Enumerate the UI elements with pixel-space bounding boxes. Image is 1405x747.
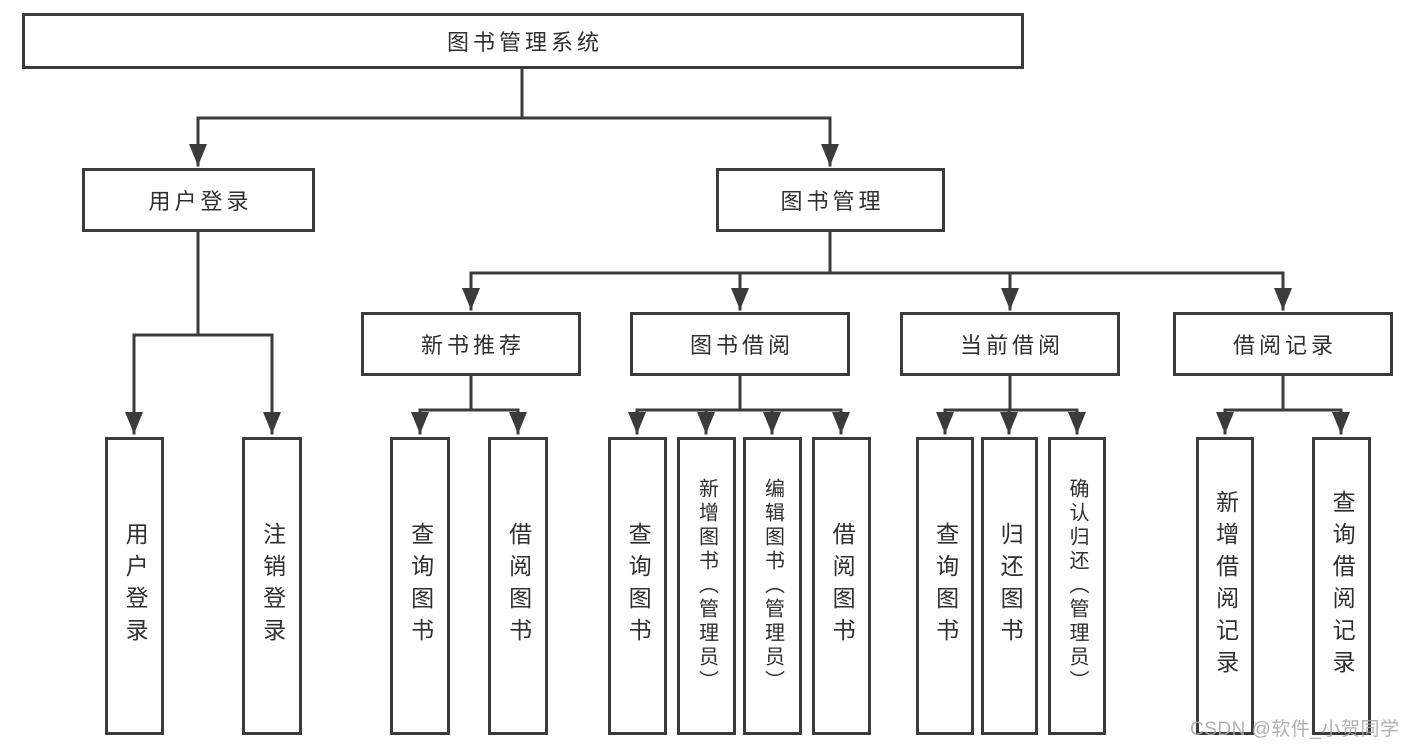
- node-user-login: 用户登录: [82, 168, 315, 232]
- leaf-label: 借阅图书: [505, 522, 532, 650]
- leaf-label: 查询借阅记录: [1329, 490, 1356, 682]
- leaf-recommend-borrow-books: 借阅图书: [488, 437, 548, 735]
- leaf-borrow-query-books: 查询图书: [608, 437, 667, 735]
- leaf-borrow-add-books-admin: 新增图书（管理员）: [677, 437, 736, 735]
- leaf-label: 归还图书: [997, 522, 1024, 650]
- leaf-label: 用户登录: [122, 522, 149, 650]
- leaf-current-confirm-return-admin: 确认归还（管理员）: [1048, 437, 1106, 735]
- node-current-borrow: 当前借阅: [900, 312, 1120, 376]
- leaf-label: 编辑图书（管理员）: [761, 478, 784, 694]
- leaf-label: 新增借阅记录: [1212, 490, 1239, 682]
- node-root-system: 图书管理系统: [22, 13, 1024, 69]
- leaf-recommend-query-books: 查询图书: [390, 437, 450, 735]
- leaf-label: 借阅图书: [829, 522, 856, 650]
- node-borrow-records: 借阅记录: [1173, 312, 1393, 376]
- leaf-records-query-record: 查询借阅记录: [1312, 437, 1371, 735]
- node-book-borrow: 图书借阅: [630, 312, 850, 376]
- leaf-label: 查询图书: [625, 522, 652, 650]
- leaf-label: 查询图书: [407, 522, 434, 650]
- leaf-label: 注销登录: [259, 522, 286, 650]
- csdn-watermark: CSDN @软件_小贺同学: [1190, 719, 1400, 740]
- node-new-book-recommend: 新书推荐: [361, 312, 581, 376]
- node-book-management: 图书管理: [716, 168, 945, 232]
- leaf-label: 确认归还（管理员）: [1066, 478, 1088, 694]
- leaf-current-return-books: 归还图书: [981, 437, 1038, 735]
- leaf-label: 新增图书（管理员）: [695, 478, 718, 694]
- leaf-label: 查询图书: [932, 522, 959, 650]
- leaf-current-query-books: 查询图书: [916, 437, 974, 735]
- leaf-user-login: 用户登录: [105, 437, 164, 735]
- leaf-records-add-record: 新增借阅记录: [1196, 437, 1254, 735]
- leaf-borrow-edit-books-admin: 编辑图书（管理员）: [743, 437, 802, 735]
- leaf-logout: 注销登录: [242, 437, 302, 735]
- leaf-borrow-borrow-books: 借阅图书: [812, 437, 871, 735]
